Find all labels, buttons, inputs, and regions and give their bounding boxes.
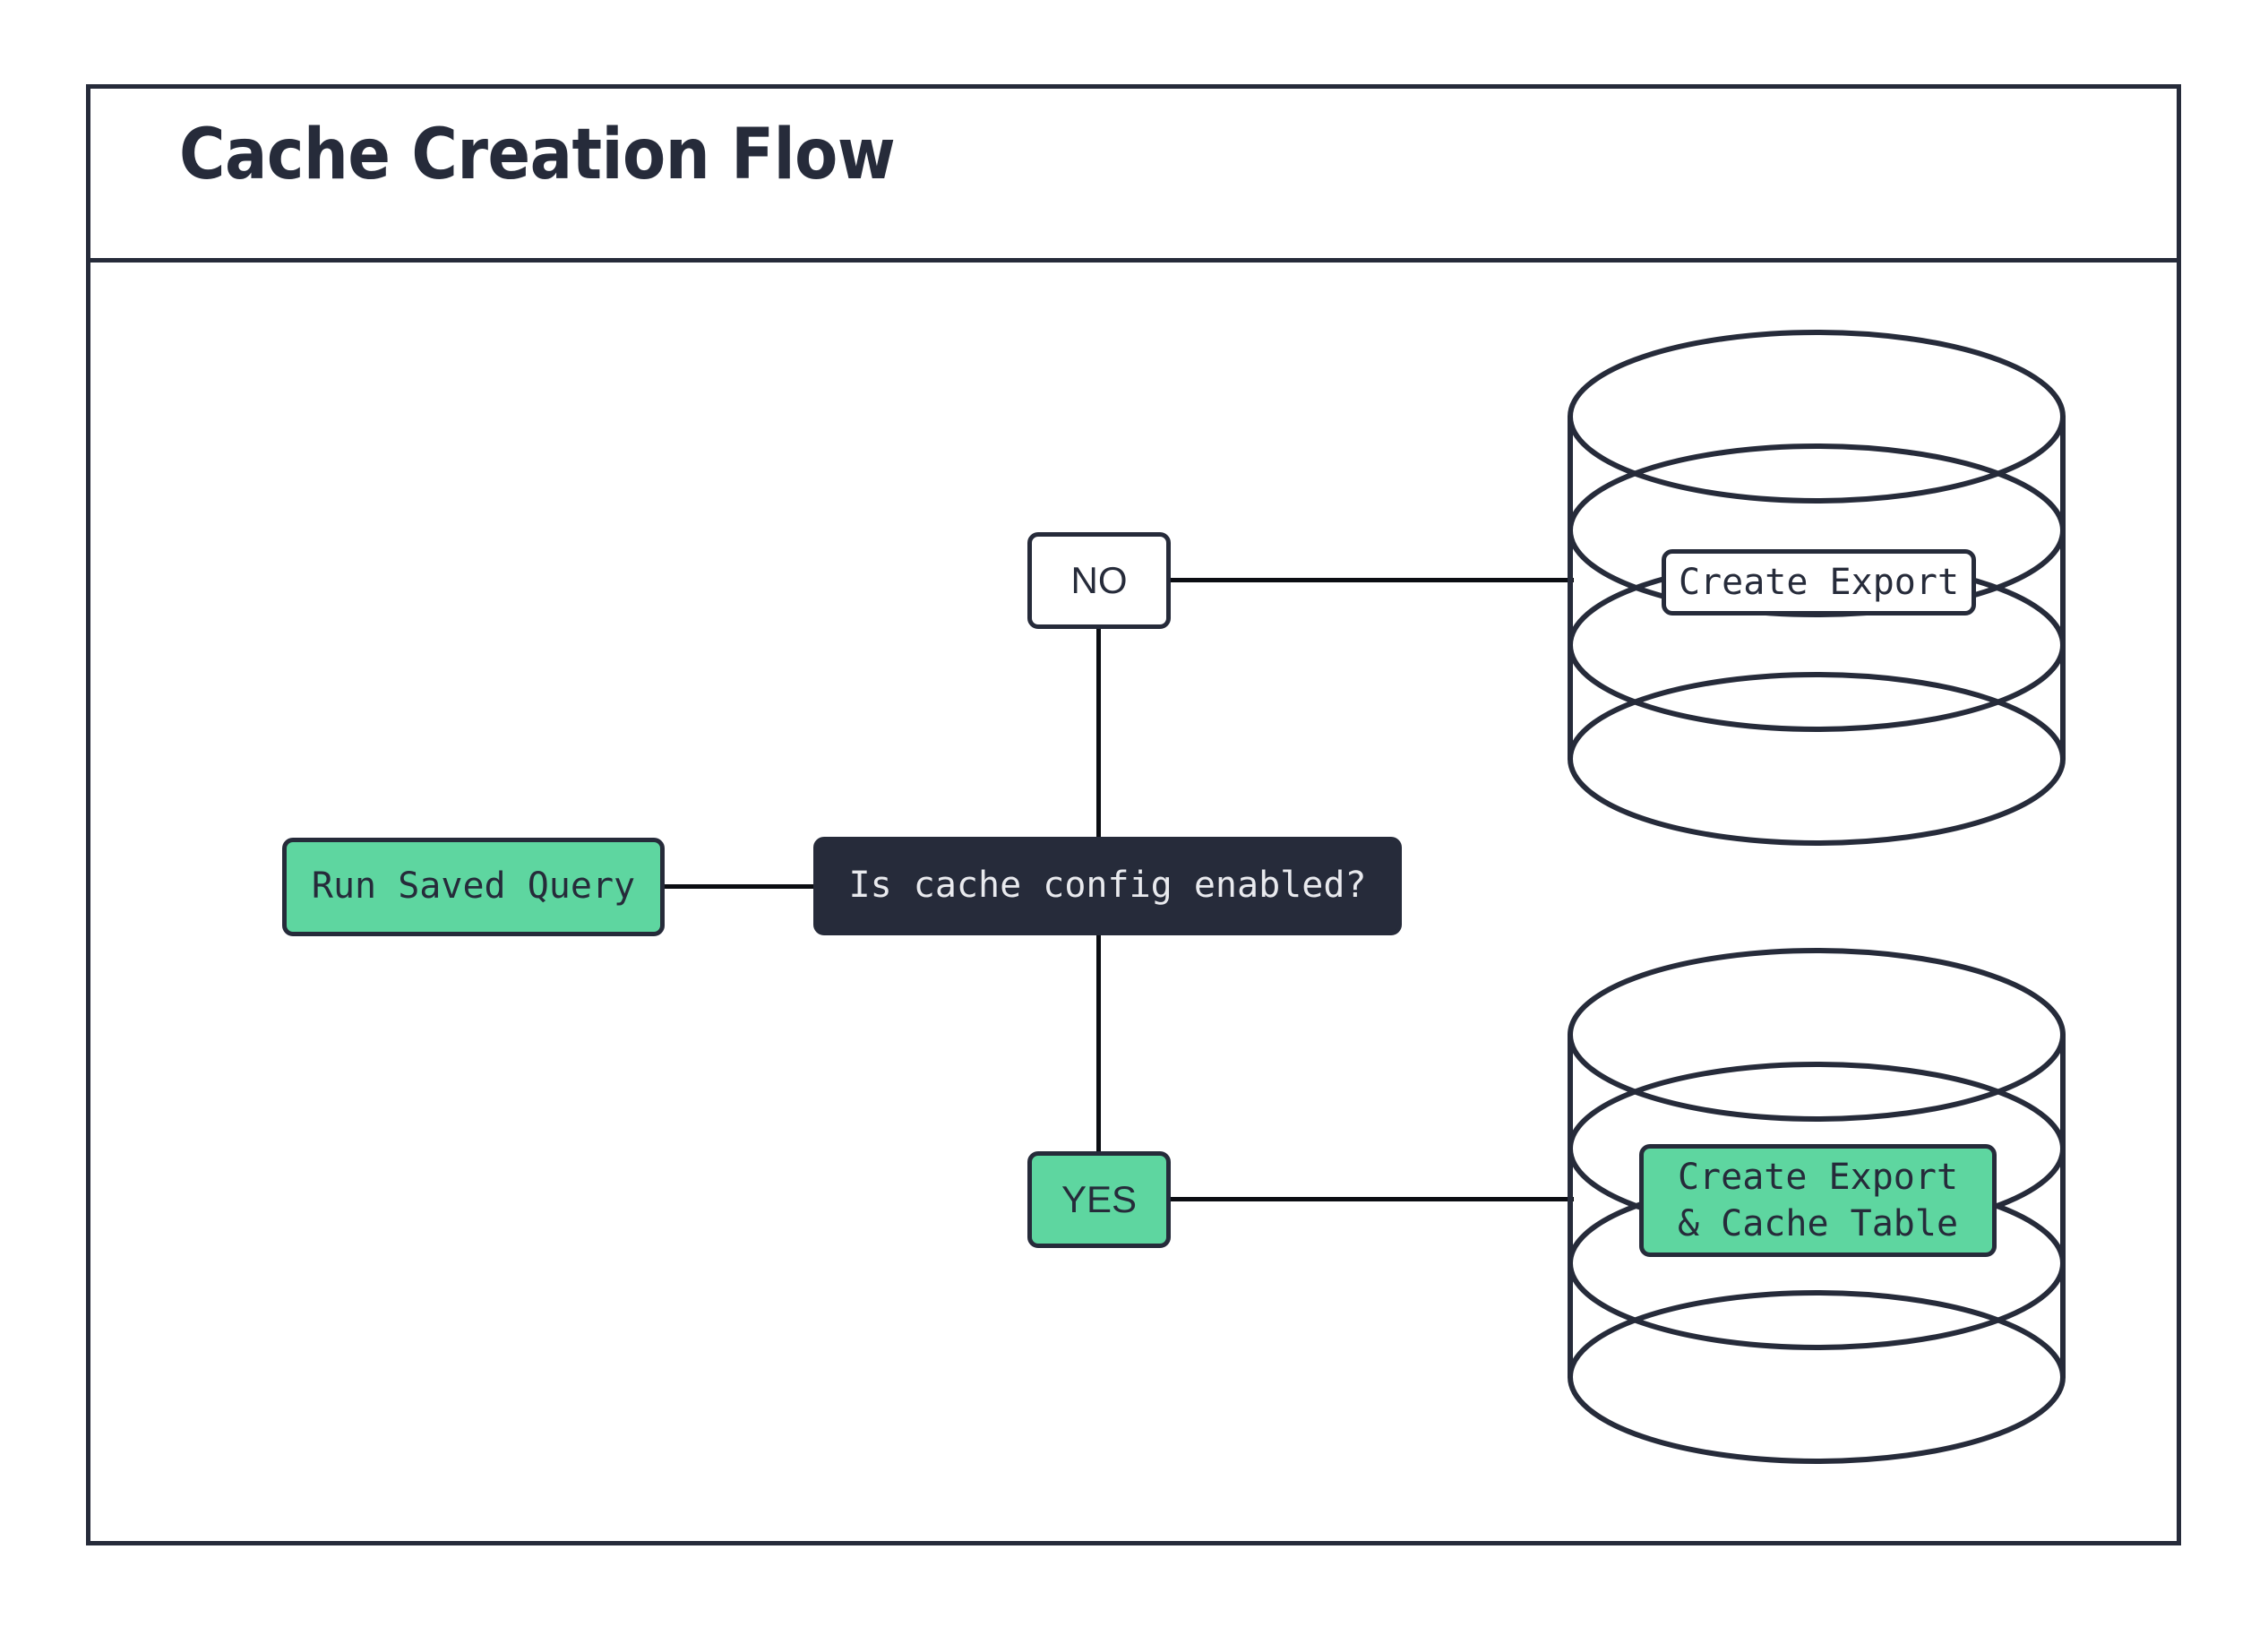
- edge-start-to-decision: [665, 884, 815, 889]
- edge-yes-to-db-cache: [1169, 1197, 1574, 1201]
- edge-decision-to-yes: [1096, 934, 1101, 1153]
- node-decision-is-cache-config-enabled[interactable]: Is cache config enabled?: [813, 837, 1402, 935]
- node-run-saved-query[interactable]: Run Saved Query: [282, 838, 665, 936]
- edge-decision-to-no: [1096, 627, 1101, 839]
- database-label-create-export[interactable]: Create Export: [1662, 549, 1976, 616]
- edge-no-to-db-export: [1169, 578, 1574, 582]
- diagram-frame: [86, 84, 2181, 1545]
- branch-label-yes[interactable]: YES: [1027, 1151, 1171, 1248]
- database-label-create-export-and-cache-table[interactable]: Create Export & Cache Table: [1639, 1144, 1997, 1257]
- page-title: Cache Creation Flow: [179, 115, 896, 195]
- branch-label-no[interactable]: NO: [1027, 532, 1171, 629]
